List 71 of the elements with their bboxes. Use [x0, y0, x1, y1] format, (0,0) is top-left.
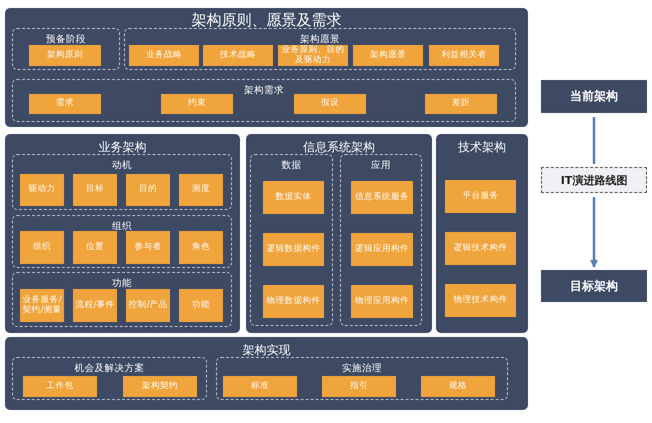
- group-frame: [216, 357, 508, 400]
- group-frame: [340, 154, 422, 326]
- process-box: 驱动力: [20, 174, 64, 206]
- group-title: 架构愿景: [300, 33, 340, 45]
- group-frame: [12, 215, 232, 268]
- process-box: 指引: [322, 376, 396, 397]
- group-title: 动机: [112, 159, 132, 172]
- group-title: 机会及解决方案: [74, 362, 144, 375]
- process-box: 角色: [179, 231, 223, 264]
- process-box: 当前架构: [541, 80, 647, 113]
- group-title: 数据: [282, 159, 302, 172]
- process-box: 物理数据构件: [263, 285, 324, 318]
- process-box: 需求: [29, 94, 101, 114]
- process-box: 信息系统服务: [351, 181, 413, 214]
- group-title: 功能: [112, 277, 132, 290]
- process-box: 物理应用构件: [351, 285, 413, 318]
- process-box: 架构契约: [123, 376, 197, 397]
- process-box: 业务原则、目的及驱动力: [278, 45, 348, 66]
- group-frame: [250, 154, 333, 326]
- group-frame: [12, 154, 232, 210]
- process-box: 架构愿景: [353, 45, 423, 66]
- panel-title: 架构实现: [242, 342, 290, 359]
- process-box: 假设: [294, 94, 366, 114]
- process-box: 流程/事件: [73, 289, 117, 322]
- process-box: 利益相关者: [429, 45, 499, 66]
- process-box: 测度: [179, 174, 223, 206]
- group-frame: [12, 272, 232, 327]
- connector-line: [592, 117, 596, 164]
- panel-title: 信息系统架构: [303, 139, 375, 156]
- process-box: 业务战略: [129, 45, 199, 66]
- section-panel: [5, 134, 240, 333]
- group-frame: [12, 79, 516, 122]
- section-panel: [5, 8, 528, 127]
- process-box: 目的: [126, 174, 170, 206]
- process-box: 目标: [73, 174, 117, 206]
- group-title: 实施治理: [342, 362, 382, 375]
- process-box: 平台服务: [445, 180, 516, 213]
- panel-title: 架构原则、愿景及需求: [192, 11, 342, 30]
- process-box: 业务服务/契约/测量: [20, 289, 64, 322]
- group-title: 应用: [371, 159, 391, 172]
- group-frame: [12, 357, 207, 400]
- process-box: IT演进路线图: [541, 167, 647, 193]
- group-title: 架构需求: [244, 84, 284, 97]
- process-box: 参与者: [126, 231, 170, 264]
- process-box: 组织: [20, 231, 64, 264]
- panel-title: 技术架构: [458, 139, 506, 156]
- process-box: 工作包: [23, 376, 97, 397]
- group-title: 预备阶段: [46, 33, 86, 46]
- process-box: 功能: [179, 289, 223, 322]
- process-box: 规格: [421, 376, 495, 397]
- section-panel: [436, 134, 528, 333]
- process-box: 逻辑技术构件: [445, 232, 516, 265]
- process-box: 逻辑应用构件: [351, 233, 413, 266]
- group-title: 组织: [112, 220, 132, 233]
- process-box: 目标架构: [541, 270, 647, 302]
- process-box: 控制/产品: [126, 289, 170, 322]
- group-frame: [124, 28, 516, 70]
- process-box: 标准: [223, 376, 297, 397]
- process-box: 位置: [73, 231, 117, 264]
- panel-title: 业务架构: [98, 139, 146, 156]
- section-panel: [246, 134, 432, 333]
- process-box: 架构原则: [29, 45, 101, 66]
- process-box: 物理技术构件: [445, 284, 516, 317]
- process-box: 技术战略: [203, 45, 273, 66]
- process-box: 差距: [425, 94, 497, 114]
- process-box: 约束: [161, 94, 233, 114]
- process-box: 逻辑数据构件: [263, 233, 324, 266]
- section-panel: [5, 337, 528, 410]
- arrow: [590, 197, 598, 268]
- process-box: 数据实体: [263, 181, 324, 214]
- group-frame: [12, 28, 120, 70]
